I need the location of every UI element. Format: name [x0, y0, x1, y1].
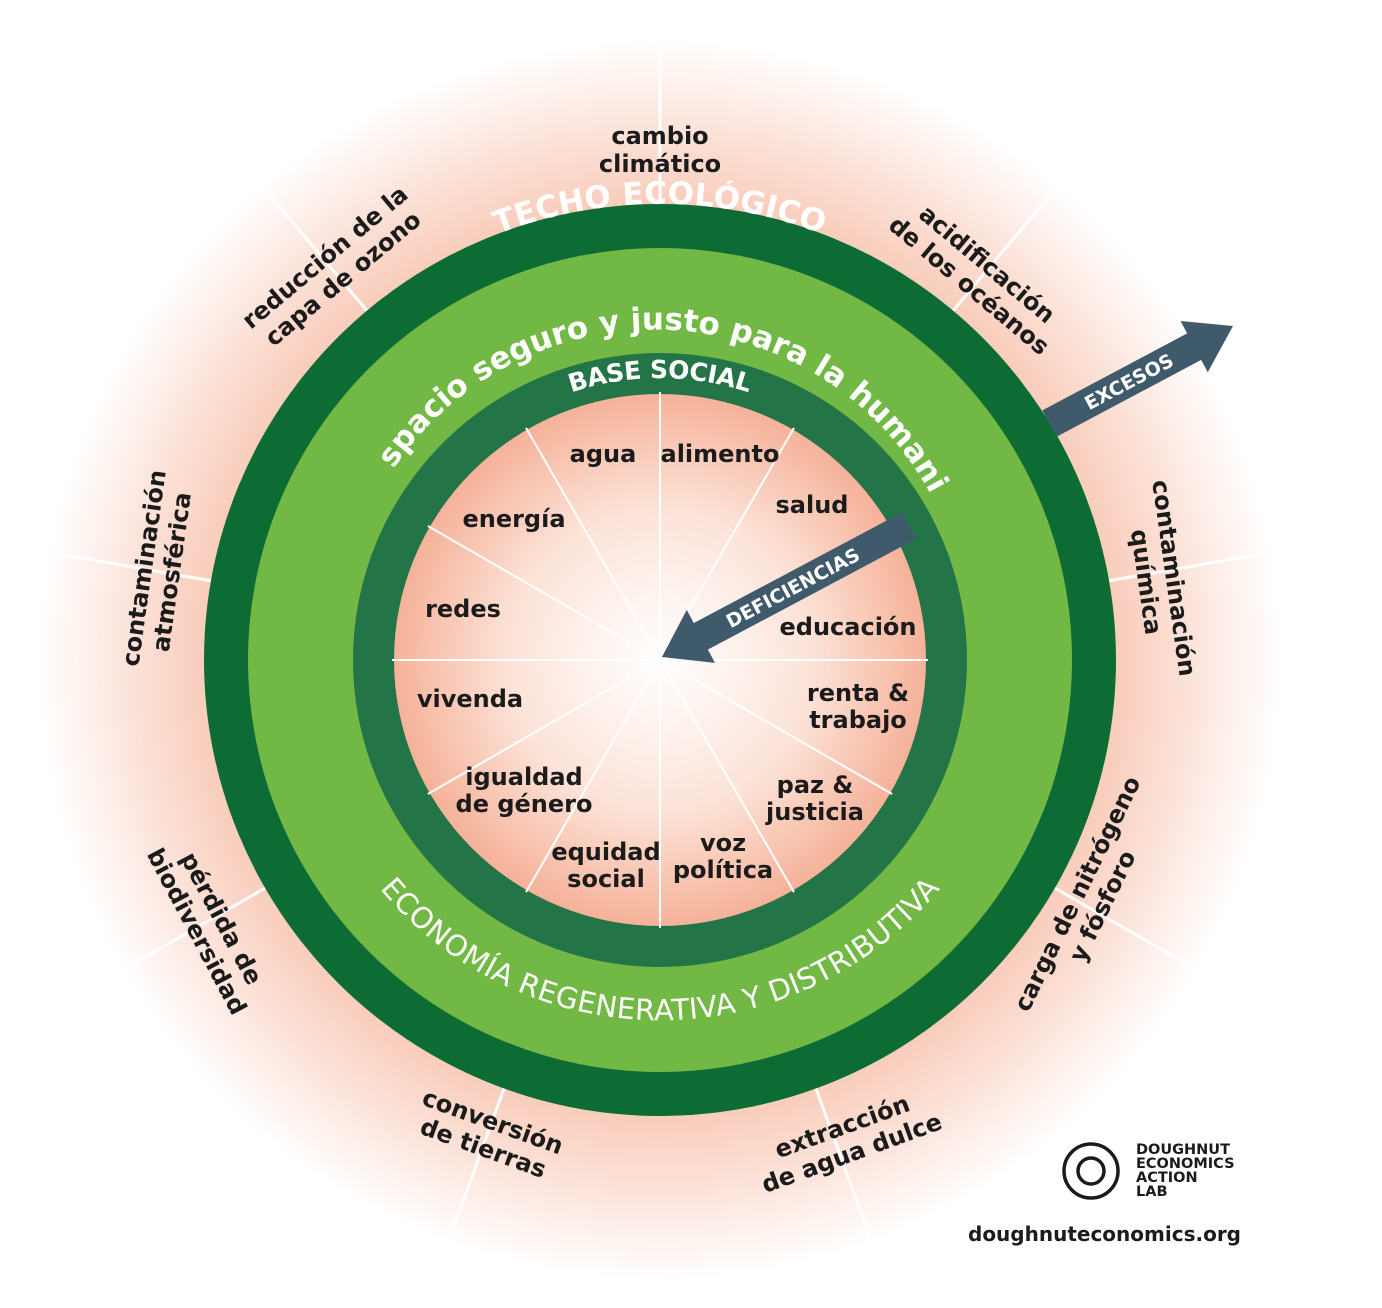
foundation-dimensions: alimento salud educación renta &trabajo … — [417, 440, 917, 893]
foundation-dimension-label: paz &justicia — [765, 771, 864, 826]
divider-line — [1048, 883, 1207, 977]
divider-line — [1102, 549, 1281, 584]
divider-line — [662, 664, 795, 893]
divider-line — [253, 176, 372, 317]
foundation-dimension-label: renta &trabajo — [807, 679, 909, 734]
foundation-dimension-label: alimento — [661, 440, 780, 468]
shortfall-zone — [394, 394, 926, 926]
logo-line: DOUGHNUT — [1136, 1142, 1230, 1158]
logo-line: ACTION — [1136, 1170, 1198, 1186]
divider-line — [39, 549, 218, 584]
divider-line — [664, 662, 893, 795]
doughnut-logo-icon — [1062, 1142, 1120, 1200]
foundation-dimension-label: salud — [776, 491, 849, 519]
divider-line — [427, 662, 656, 795]
website-link[interactable]: doughnuteconomics.org — [968, 1222, 1241, 1246]
outer-dividers — [39, 30, 1281, 1253]
divider-line — [443, 1082, 508, 1253]
foundation-dimension-label: agua — [570, 440, 637, 468]
divider-line — [525, 427, 658, 656]
foundation-dimension-label: energía — [462, 505, 565, 533]
divider-line — [525, 664, 658, 893]
foundation-dimension-label: educación — [780, 613, 917, 641]
divider-line — [113, 883, 272, 977]
divider-line — [427, 525, 656, 658]
logo-text: DOUGHNUT ECONOMICS ACTION LAB — [1136, 1142, 1235, 1200]
logo-line: ECONOMICS — [1136, 1156, 1235, 1172]
foundation-dimension-label: redes — [425, 595, 501, 623]
foundation-dimension-label: vivenda — [417, 685, 523, 713]
divider-line — [948, 176, 1067, 317]
logo-line: LAB — [1136, 1184, 1168, 1200]
divider-line — [812, 1082, 877, 1253]
logo: DOUGHNUT ECONOMICS ACTION LAB doughnutec… — [968, 1140, 1360, 1260]
